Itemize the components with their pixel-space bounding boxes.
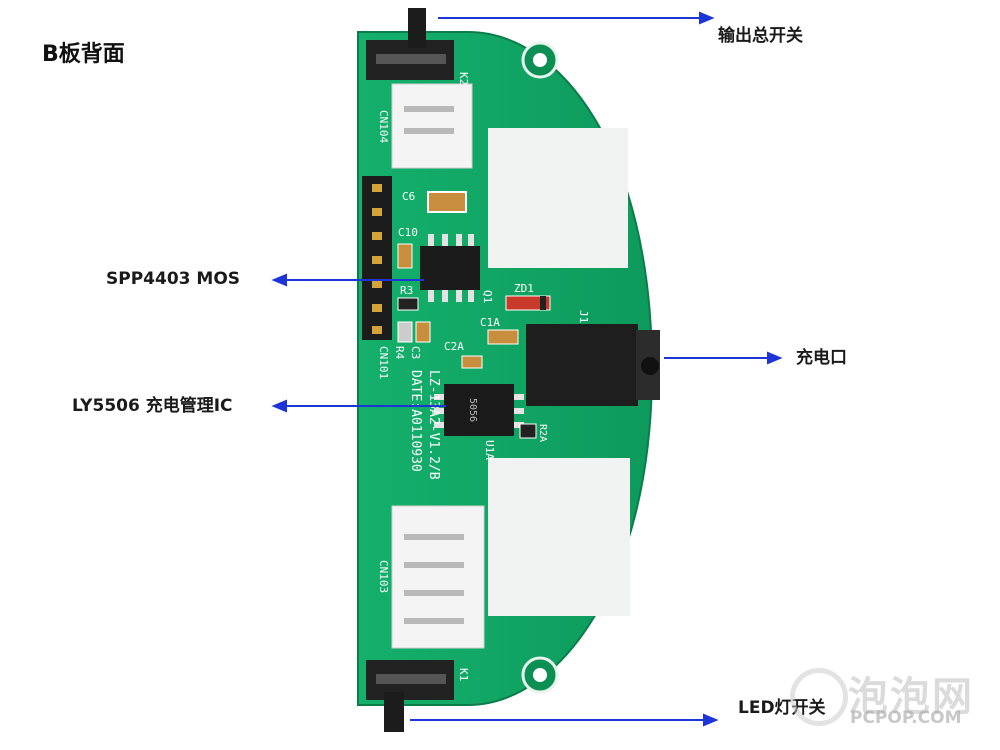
resistor-r4: [397, 321, 413, 343]
chip-spp4403: [420, 246, 480, 290]
resistor-r3: [397, 297, 419, 311]
capacitor-c3: [415, 321, 431, 343]
silk-k2: K2: [457, 72, 470, 85]
page-title: B板背面: [42, 42, 125, 67]
silk-c1a: C1A: [480, 316, 500, 329]
silk-c2a: C2A: [444, 340, 464, 353]
silk-cn104: CN104: [377, 110, 390, 143]
charge-jack-j1: [526, 324, 638, 406]
resistor-c10: [397, 243, 413, 269]
silk-k1: K1: [457, 668, 470, 681]
silk-r2a: R2A: [537, 424, 548, 442]
connector-cn103: [391, 505, 485, 649]
silk-date: DATE:A0110930: [408, 370, 423, 472]
connector-cn104: [391, 83, 473, 169]
watermark-cn: 泡泡网: [848, 674, 974, 720]
silk-r4: R4: [393, 346, 406, 360]
label-charge-ic: LY5506 充电管理IC: [72, 396, 233, 416]
diode-zd1: [505, 295, 551, 311]
label-mos: SPP4403 MOS: [106, 269, 241, 289]
capacitor-c6: [427, 191, 467, 213]
silk-r3: R3: [400, 284, 413, 297]
silk-zd1: ZD1: [514, 282, 534, 295]
silk-u1a: U1A: [483, 440, 496, 460]
silk-j1: J1: [577, 310, 590, 323]
capacitor-c1a: [487, 329, 519, 345]
silk-board-id: LZ-13A2-V1.2/B: [426, 370, 441, 480]
silk-c3: C3: [409, 346, 422, 359]
pad-area-bottom: [488, 458, 630, 616]
silk-cn103: CN103: [377, 560, 390, 593]
label-output-switch: 输出总开关: [718, 26, 803, 46]
watermark-logo: [790, 668, 848, 726]
silk-c6: C6: [402, 190, 415, 203]
chip-ly5506: [444, 384, 514, 436]
silk-cn101: CN101: [377, 346, 390, 379]
capacitor-c2a: [461, 355, 483, 369]
resistor-r2a: [519, 423, 537, 439]
silk-chip-mark: 5056: [467, 398, 478, 422]
watermark-en: PCPOP.COM: [850, 708, 962, 728]
silk-c10: C10: [398, 226, 418, 239]
label-charge-port: 充电口: [796, 348, 847, 368]
pad-area-top: [488, 128, 628, 268]
silk-q1: Q1: [481, 290, 494, 303]
